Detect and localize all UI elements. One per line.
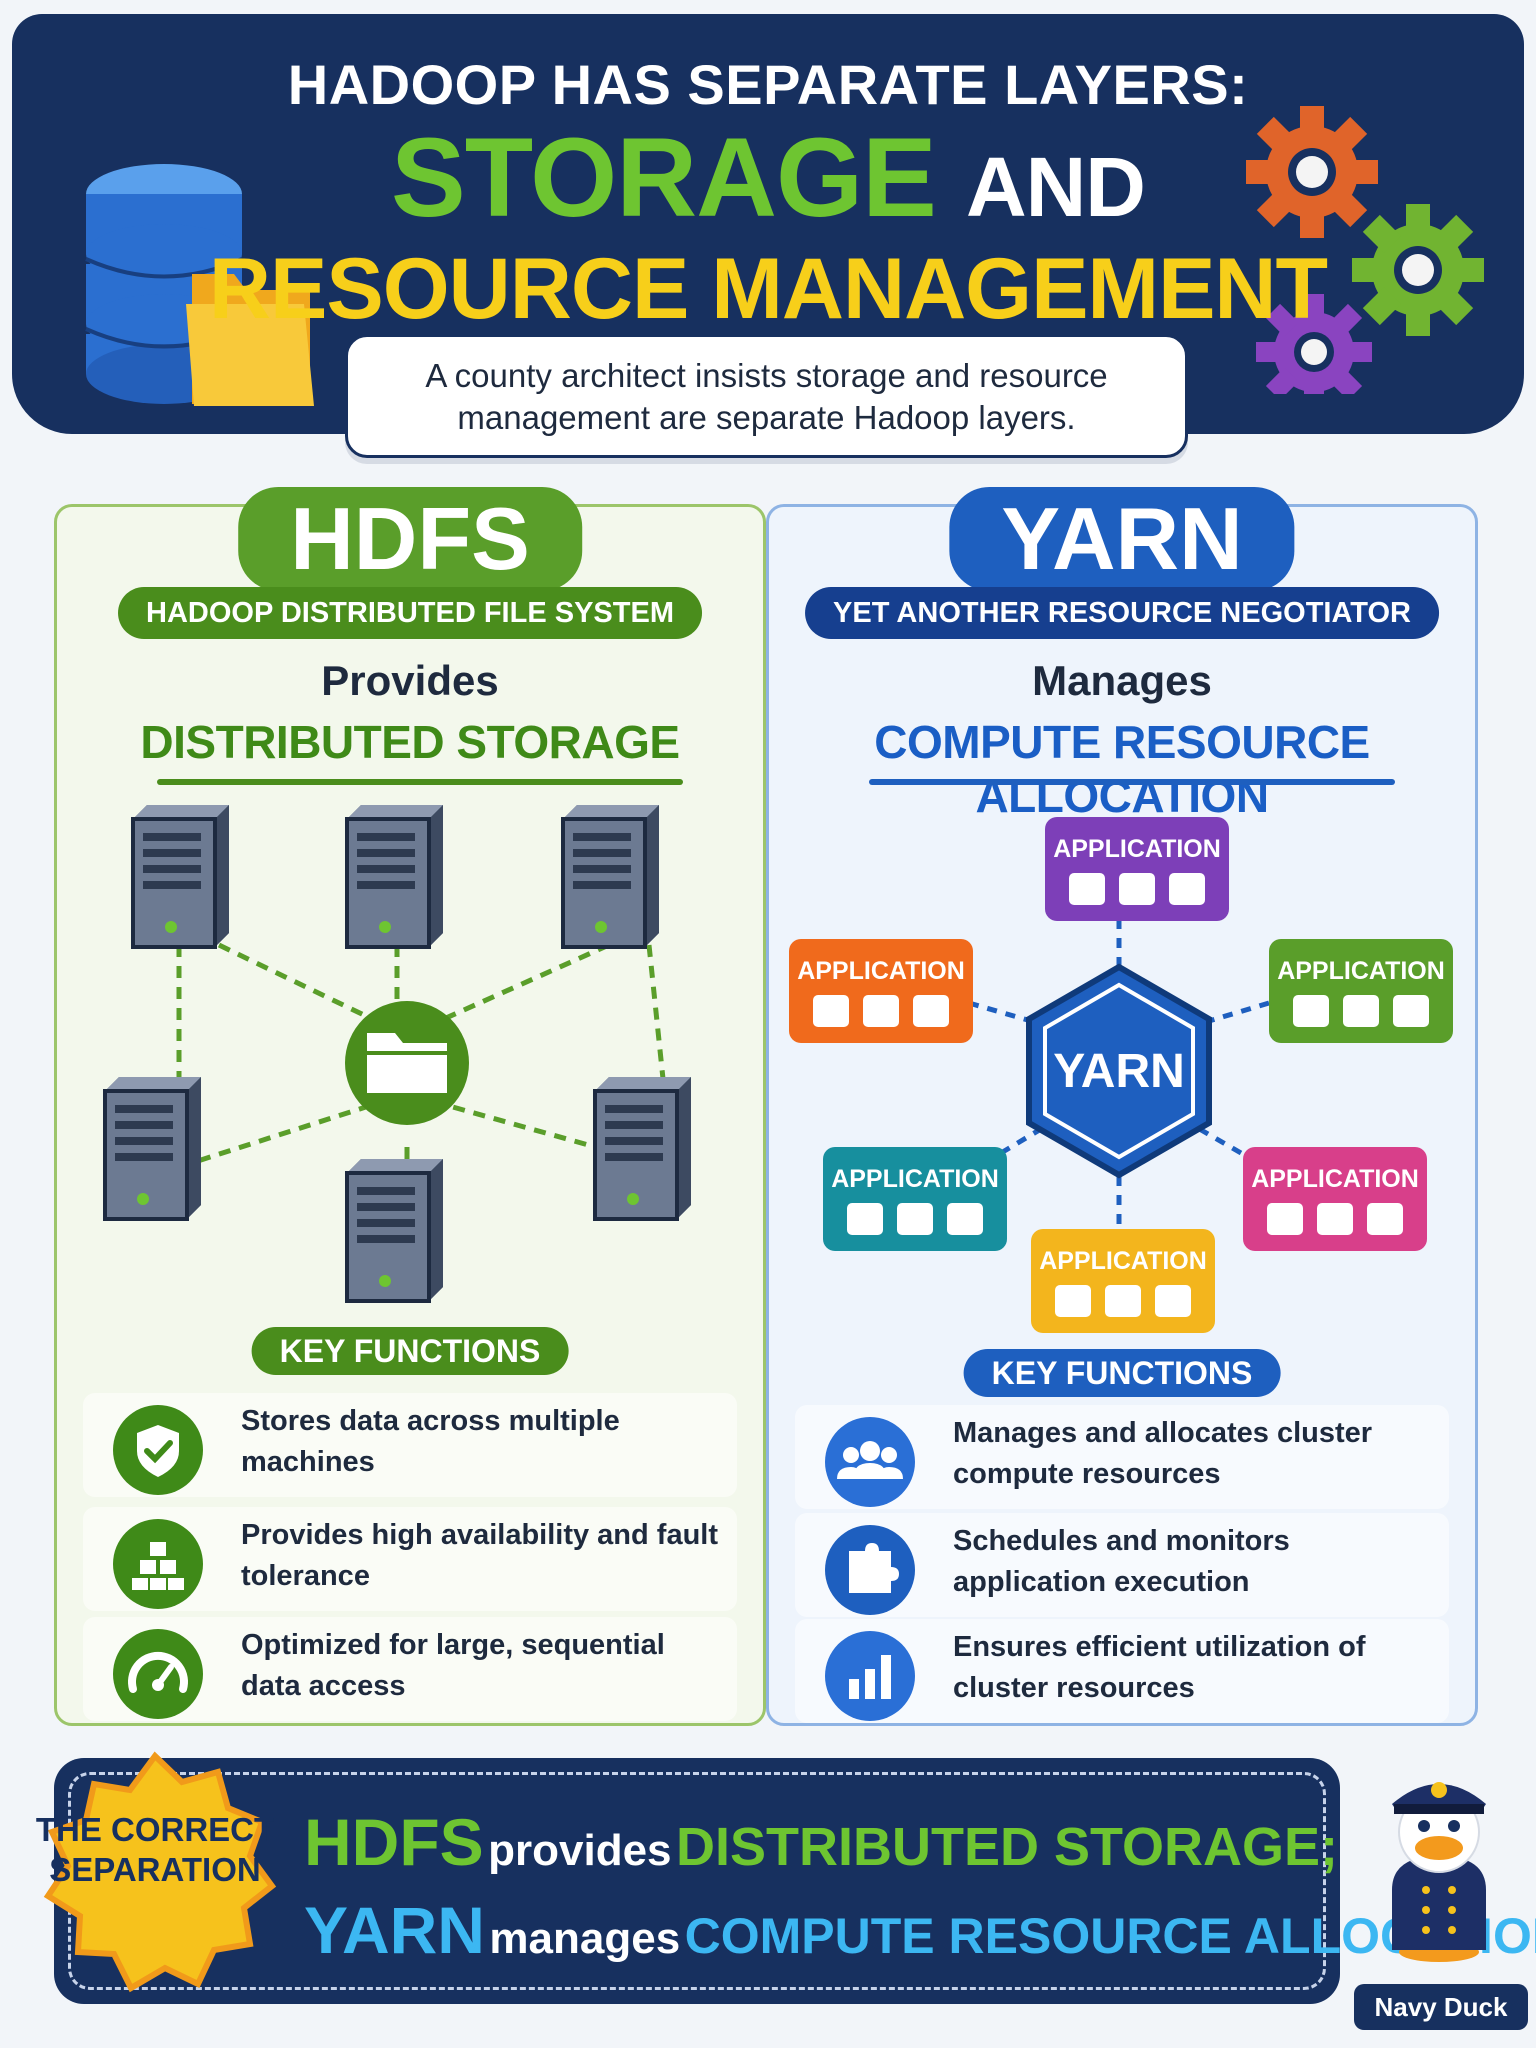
hdfs-badge: HDFS <box>238 487 582 591</box>
application-slot <box>1393 995 1429 1027</box>
application-slot <box>813 995 849 1027</box>
yarn-function-row: Schedules and monitors application execu… <box>795 1513 1449 1617</box>
application-slot <box>1069 873 1105 905</box>
application-slot <box>1367 1203 1403 1235</box>
yarn-application-label: APPLICATION <box>831 1165 999 1193</box>
application-slot <box>1169 873 1205 905</box>
yarn-subtitle: YET ANOTHER RESOURCE NEGOTIATOR <box>805 587 1439 639</box>
shield-check-icon <box>113 1405 203 1495</box>
navy-duck-mascot-icon <box>1392 1782 1486 1962</box>
application-slot <box>913 995 949 1027</box>
yarn-application-node: APPLICATION <box>1269 939 1453 1043</box>
application-slot <box>847 1203 883 1235</box>
hdfs-function-text: Optimized for large, sequential data acc… <box>241 1629 665 1702</box>
hdfs-server-node <box>345 1157 445 1303</box>
gears-icon <box>1246 106 1484 394</box>
hdfs-server-node <box>345 803 445 949</box>
hdfs-function-text: Stores data across multiple machines <box>241 1405 620 1478</box>
hdfs-panel: HDFS HADOOP DISTRIBUTED FILE SYSTEM Prov… <box>54 487 766 1726</box>
application-slot <box>1343 995 1379 1027</box>
hdfs-server-node <box>131 803 231 949</box>
summary-manages: manages <box>489 1914 681 1963</box>
yarn-application-label: APPLICATION <box>1053 835 1221 863</box>
folder-icon <box>186 274 314 406</box>
header-storage-word: STORAGE <box>391 115 937 240</box>
hdfs-underline <box>157 779 683 785</box>
yarn-headline: COMPUTE RESOURCE ALLOCATION <box>874 716 1370 822</box>
hdfs-function-text: Provides high availability and fault tol… <box>241 1519 718 1592</box>
hdfs-folder-hub <box>345 1001 469 1125</box>
yarn-function-text: Ensures efficient utilization of cluster… <box>953 1631 1366 1704</box>
yarn-application-label: APPLICATION <box>1251 1165 1419 1193</box>
yarn-underline <box>869 779 1395 785</box>
summary-hdfs: HDFS <box>304 1805 484 1879</box>
summary-banner: HDFS provides DISTRIBUTED STORAGE; YARN … <box>54 1758 1536 2004</box>
speedometer-icon <box>113 1629 203 1719</box>
summary-yarn: YARN <box>304 1893 485 1967</box>
header-banner: HADOOP HAS SEPARATE LAYERS: STORAGE AND … <box>12 14 1524 434</box>
yarn-application-node: APPLICATION <box>1243 1147 1427 1251</box>
application-slot <box>1105 1285 1141 1317</box>
header-title-line2: STORAGE AND <box>12 122 1524 243</box>
header-title-line3: RESOURCE MANAGEMENT <box>208 241 1328 337</box>
yarn-function-row: Ensures efficient utilization of cluster… <box>795 1619 1449 1723</box>
yarn-hub: YARN <box>1026 963 1212 1179</box>
header-title-line1: HADOOP HAS SEPARATE LAYERS: <box>287 53 1249 116</box>
database-icon <box>85 164 314 406</box>
application-slot <box>1155 1285 1191 1317</box>
yarn-function-text: Manages and allocates cluster compute re… <box>953 1417 1373 1490</box>
yarn-application-diagram: YARN APPLICATION APPLICATION APPLICATION AP… <box>789 817 1453 1333</box>
hdfs-function-row: Provides high availability and fault tol… <box>83 1507 737 1611</box>
hdfs-function-row: Stores data across multiple machines <box>83 1393 737 1497</box>
yarn-application-label: APPLICATION <box>1277 957 1445 985</box>
summary-provides: provides <box>488 1826 672 1875</box>
yarn-application-node: APPLICATION <box>823 1147 1007 1251</box>
yarn-badge: YARN <box>949 487 1295 591</box>
yarn-hub-label: YARN <box>1053 1045 1185 1098</box>
yarn-application-node: APPLICATION <box>1045 817 1229 921</box>
seal-text: THE CORRECT SEPARATION <box>35 1811 275 1888</box>
bar-chart-icon <box>825 1631 915 1721</box>
hdfs-server-node <box>561 803 661 949</box>
seal-badge-icon <box>43 1751 277 1993</box>
application-slot <box>897 1203 933 1235</box>
application-slot <box>947 1203 983 1235</box>
yarn-function-row: Manages and allocates cluster compute re… <box>795 1405 1449 1509</box>
application-slot <box>863 995 899 1027</box>
users-icon <box>825 1417 915 1507</box>
application-slot <box>1293 995 1329 1027</box>
hdfs-function-row: Optimized for large, sequential data acc… <box>83 1617 737 1721</box>
hdfs-key-functions-label: KEY FUNCTIONS <box>251 1327 569 1375</box>
puzzle-icon <box>825 1525 915 1615</box>
header-subtitle: A county architect insists storage and r… <box>345 334 1188 458</box>
hdfs-headline: DISTRIBUTED STORAGE <box>140 716 680 768</box>
yarn-key-functions-label: KEY FUNCTIONS <box>963 1349 1281 1397</box>
header-and-word: AND <box>965 140 1146 234</box>
mascot-label: Navy Duck <box>1354 1984 1528 2030</box>
application-slot <box>1119 873 1155 905</box>
hdfs-server-node <box>103 1075 203 1221</box>
yarn-lead: Manages <box>1032 657 1212 704</box>
hdfs-server-node <box>593 1075 693 1221</box>
yarn-application-label: APPLICATION <box>797 957 965 985</box>
cubes-icon <box>113 1519 203 1609</box>
application-slot <box>1055 1285 1091 1317</box>
yarn-application-label: APPLICATION <box>1039 1247 1207 1275</box>
yarn-function-text: Schedules and monitors application execu… <box>953 1525 1290 1598</box>
yarn-panel: YARN YET ANOTHER RESOURCE NEGOTIATOR Man… <box>766 487 1478 1726</box>
summary-line-yarn: YARN manages COMPUTE RESOURCE ALLOCATION… <box>304 1892 1536 1968</box>
yarn-application-node: APPLICATION <box>789 939 973 1043</box>
hdfs-subtitle: HADOOP DISTRIBUTED FILE SYSTEM <box>118 587 702 639</box>
application-slot <box>1317 1203 1353 1235</box>
hdfs-cluster-diagram <box>103 803 693 1303</box>
hdfs-lead: Provides <box>321 657 499 704</box>
summary-line-hdfs: HDFS provides DISTRIBUTED STORAGE; <box>304 1804 1338 1880</box>
yarn-application-node: APPLICATION <box>1031 1229 1215 1333</box>
application-slot <box>1267 1203 1303 1235</box>
summary-storage: DISTRIBUTED STORAGE; <box>675 1817 1338 1877</box>
